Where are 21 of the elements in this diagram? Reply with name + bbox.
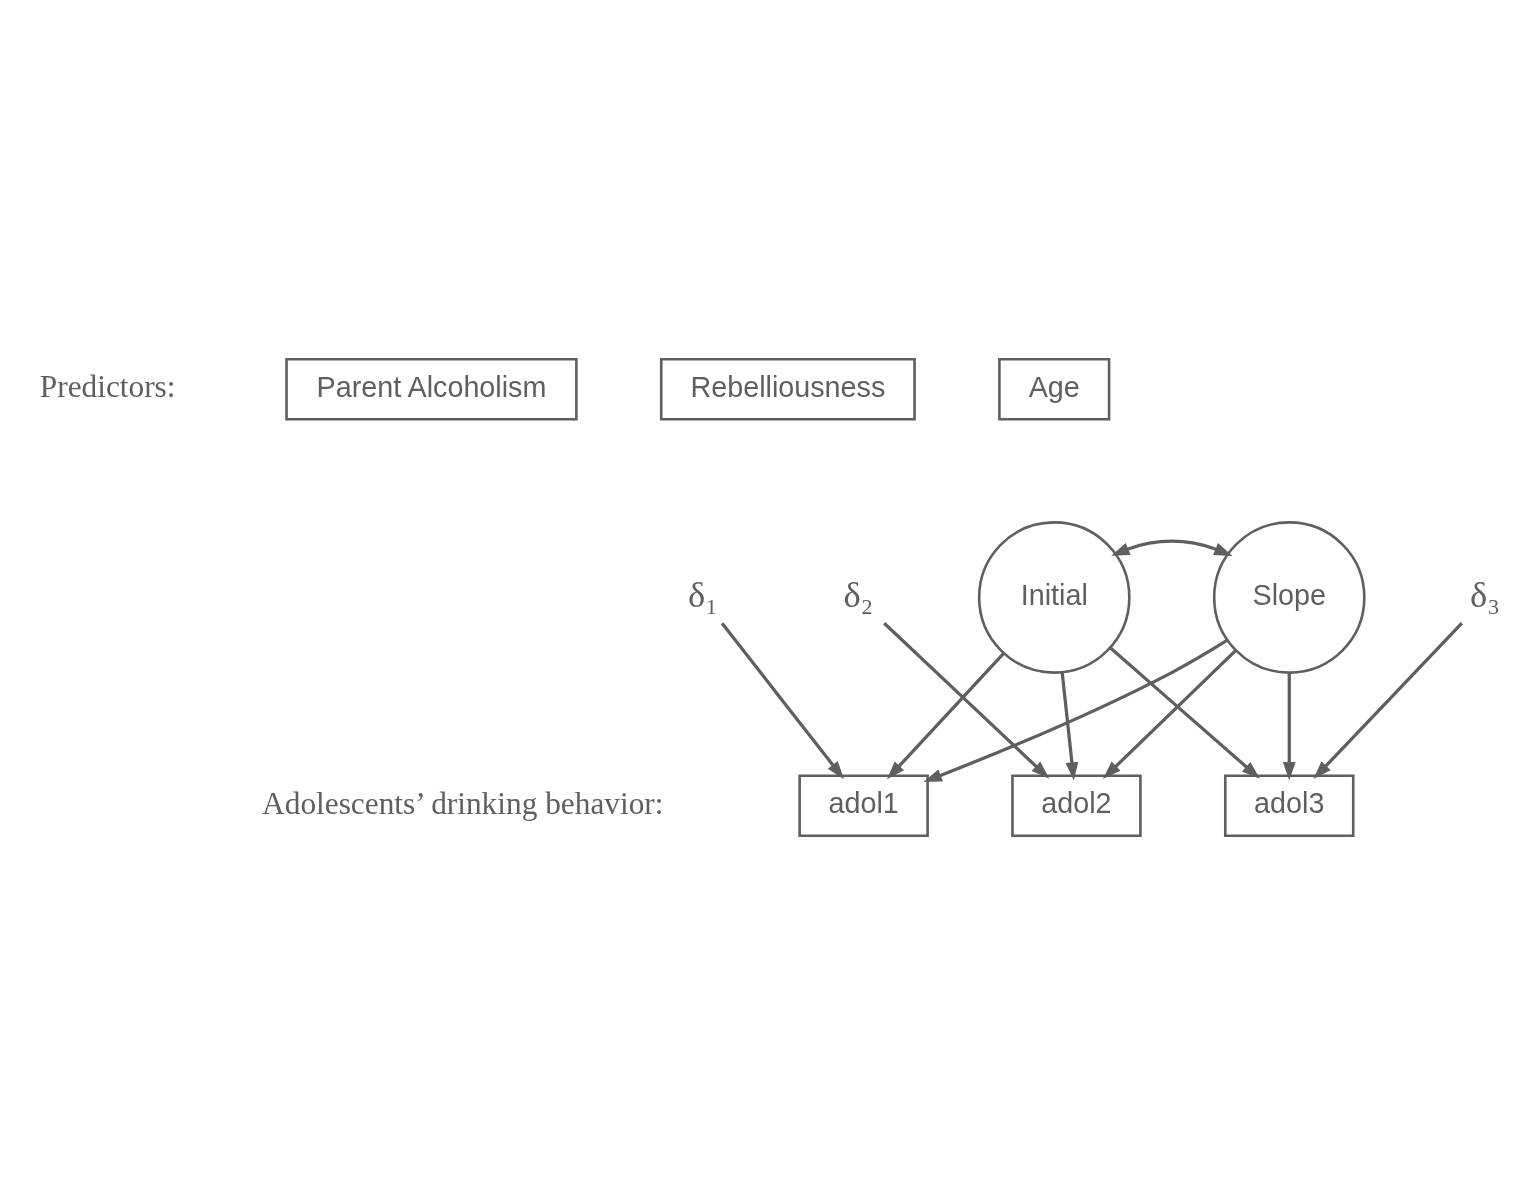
arrow xyxy=(1102,649,1237,779)
label: Adolescents’ drinking behavior: xyxy=(262,785,664,821)
arrow xyxy=(883,621,1050,779)
arrow xyxy=(1313,621,1464,779)
node-box: adol2 xyxy=(1011,773,1142,837)
node-box: Age xyxy=(998,357,1111,421)
node-text: δ₁ xyxy=(688,573,719,615)
node-text: δ₂ xyxy=(843,573,874,615)
arrow xyxy=(1282,672,1296,780)
node-box: adol3 xyxy=(1223,773,1355,837)
arrow xyxy=(886,651,1005,779)
arrow xyxy=(1111,539,1233,556)
node-text: δ₃ xyxy=(1470,573,1501,615)
node-box: Rebelliousness xyxy=(659,357,916,421)
arrow xyxy=(1109,646,1260,779)
arrow xyxy=(1060,671,1079,781)
node-box: Parent Alcoholism xyxy=(285,357,578,421)
node-box: adol1 xyxy=(798,773,929,837)
arrow xyxy=(720,621,845,779)
arrow xyxy=(923,638,1228,782)
label: Predictors: xyxy=(39,368,176,404)
